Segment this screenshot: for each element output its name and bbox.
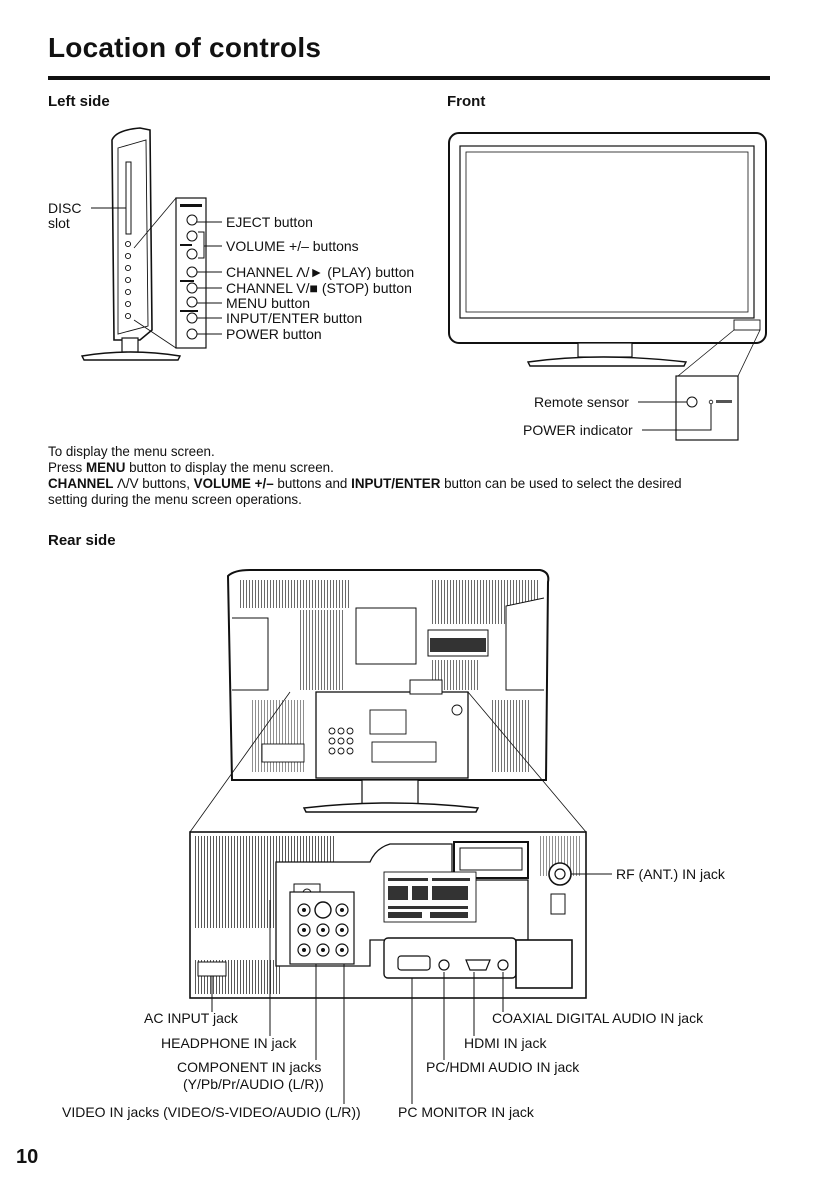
channel-stop-label: CHANNEL V/■ (STOP) button <box>226 280 412 296</box>
component-label: COMPONENT IN jacks <box>177 1059 322 1075</box>
menu-instructions: To display the menu screen. Press MENU b… <box>48 444 788 508</box>
video-in-label: VIDEO IN jacks (VIDEO/S-VIDEO/AUDIO (L/R… <box>62 1104 361 1120</box>
menu-line-2: Press MENU button to display the menu sc… <box>48 460 788 476</box>
power-button-label: POWER button <box>226 326 322 342</box>
menu-line-4: setting during the menu screen operation… <box>48 492 302 507</box>
channel-symbol: Λ/V <box>116 476 139 491</box>
volume-buttons-label: VOLUME +/– buttons <box>226 238 359 254</box>
front-heading: Front <box>447 93 486 110</box>
rear-side-heading: Rear side <box>48 532 116 549</box>
title-rule <box>48 76 770 80</box>
page-title: Location of controls <box>48 32 322 63</box>
eject-button-label: EJECT button <box>226 214 313 230</box>
headphone-label: HEADPHONE IN jack <box>161 1035 297 1051</box>
menu-line-1: To display the menu screen. <box>48 444 215 459</box>
menu-line-3-t2: buttons and <box>273 476 352 491</box>
menu-button-ref: MENU <box>85 460 126 475</box>
menu-line-2-post: button to display the menu screen. <box>125 460 334 475</box>
rf-jack-label: RF (ANT.) IN jack <box>616 866 725 882</box>
input-enter-label: INPUT/ENTER button <box>226 310 363 326</box>
channel-play-label: CHANNEL Λ/► (PLAY) button <box>226 264 415 280</box>
input-enter-ref: INPUT/ENTER <box>351 476 441 491</box>
coaxial-label: COAXIAL DIGITAL AUDIO IN jack <box>492 1010 704 1026</box>
menu-line-3: CHANNEL Λ/V buttons, VOLUME +/– buttons … <box>48 476 788 492</box>
menu-line-3-t1: buttons, <box>138 476 194 491</box>
remote-sensor-label: Remote sensor <box>534 394 629 410</box>
menu-line-3-t3: button can be used to select the desired <box>440 476 682 491</box>
pc-monitor-label: PC MONITOR IN jack <box>398 1104 534 1120</box>
hdmi-label: HDMI IN jack <box>464 1035 547 1051</box>
menu-line-2-pre: Press <box>48 460 86 475</box>
ac-input-label: AC INPUT jack <box>144 1010 238 1026</box>
pc-hdmi-audio-label: PC/HDMI AUDIO IN jack <box>426 1059 580 1075</box>
disc-slot-label-2: slot <box>48 215 70 231</box>
page-number: 10 <box>16 1146 39 1168</box>
volume-ref: VOLUME +/– <box>193 476 274 491</box>
disc-slot-label: DISC <box>48 200 82 216</box>
power-indicator-label: POWER indicator <box>523 422 633 438</box>
left-side-heading: Left side <box>48 93 110 110</box>
channel-ref: CHANNEL <box>48 476 117 491</box>
menu-button-label: MENU button <box>226 295 311 311</box>
component-label-2: (Y/Pb/Pr/AUDIO (L/R)) <box>183 1076 324 1092</box>
